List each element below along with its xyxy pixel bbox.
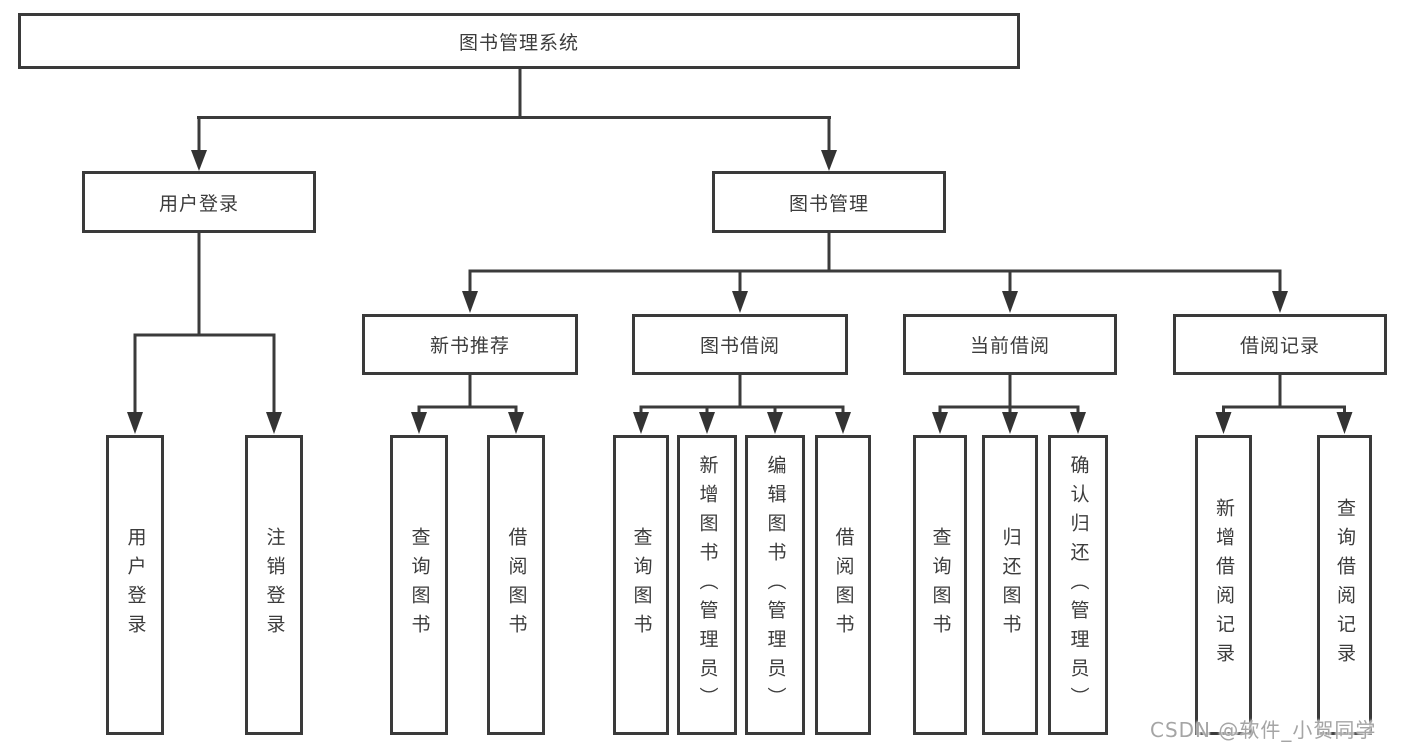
- node-new-book-recommendation: 新书推荐: [362, 314, 578, 375]
- node-label: 图书管理: [788, 192, 869, 215]
- node-label: 归还图书: [999, 527, 1022, 643]
- node-label: 注销登录: [263, 527, 286, 643]
- node-user-login: 用户登录: [82, 171, 316, 233]
- watermark: CSDN @软件_小贺同学: [1150, 718, 1377, 742]
- node-label: 借阅记录: [1239, 335, 1320, 357]
- node-label: 查询借阅记录: [1334, 498, 1356, 672]
- node-book-management: 图书管理: [712, 171, 946, 233]
- node-label: 图书管理系统: [458, 31, 579, 54]
- node-label: 当前借阅: [969, 335, 1050, 357]
- node-label: 查询图书: [408, 527, 431, 643]
- leaf-confirm-return-admin: 确认归还（管理员）: [1048, 435, 1108, 735]
- leaf-logout: 注销登录: [245, 435, 303, 735]
- leaf-query-books-borrowing: 查询图书: [613, 435, 669, 735]
- leaf-query-books-recommend: 查询图书: [390, 435, 448, 735]
- node-label: 用户登录: [158, 192, 239, 215]
- node-current-borrowing: 当前借阅: [903, 314, 1117, 375]
- node-label: 借阅图书: [505, 527, 528, 643]
- node-label: 图书借阅: [699, 335, 780, 357]
- leaf-user-login: 用户登录: [106, 435, 164, 735]
- leaf-borrow-books-borrowing: 借阅图书: [815, 435, 871, 735]
- leaf-query-books-current: 查询图书: [913, 435, 967, 735]
- node-library-management-system: 图书管理系统: [18, 13, 1020, 69]
- leaf-add-books-admin: 新增图书（管理员）: [677, 435, 737, 735]
- node-label: 编辑图书（管理员）: [764, 454, 787, 716]
- node-label: 确认归还（管理员）: [1067, 454, 1090, 716]
- node-label: 用户登录: [124, 527, 147, 643]
- leaf-edit-books-admin: 编辑图书（管理员）: [745, 435, 805, 735]
- node-book-borrowing: 图书借阅: [632, 314, 848, 375]
- node-label: 查询图书: [929, 527, 952, 643]
- node-label: 查询图书: [630, 527, 653, 643]
- node-label: 借阅图书: [832, 527, 855, 643]
- node-label: 新增借阅记录: [1213, 498, 1235, 672]
- leaf-query-borrow-record: 查询借阅记录: [1317, 435, 1372, 735]
- node-borrowing-records: 借阅记录: [1173, 314, 1387, 375]
- node-label: 新书推荐: [429, 335, 510, 357]
- node-label: 新增图书（管理员）: [696, 454, 719, 716]
- leaf-borrow-books-recommend: 借阅图书: [487, 435, 545, 735]
- leaf-add-borrow-record: 新增借阅记录: [1195, 435, 1252, 735]
- leaf-return-books: 归还图书: [982, 435, 1038, 735]
